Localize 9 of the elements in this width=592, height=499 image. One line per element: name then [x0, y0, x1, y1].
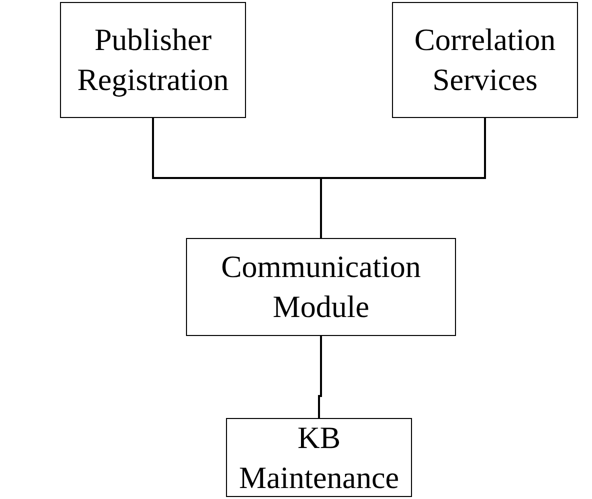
box-label: Communication Module	[220, 248, 422, 326]
box-label: KB Maintenance	[238, 418, 400, 496]
process-box	[60, 2, 246, 118]
process-box	[186, 238, 456, 336]
connector-line	[318, 336, 322, 418]
connector-line	[320, 118, 486, 238]
box-label: Correlation Services	[413, 21, 557, 99]
box-label: Publisher Registration	[76, 21, 230, 99]
process-box	[392, 2, 578, 118]
